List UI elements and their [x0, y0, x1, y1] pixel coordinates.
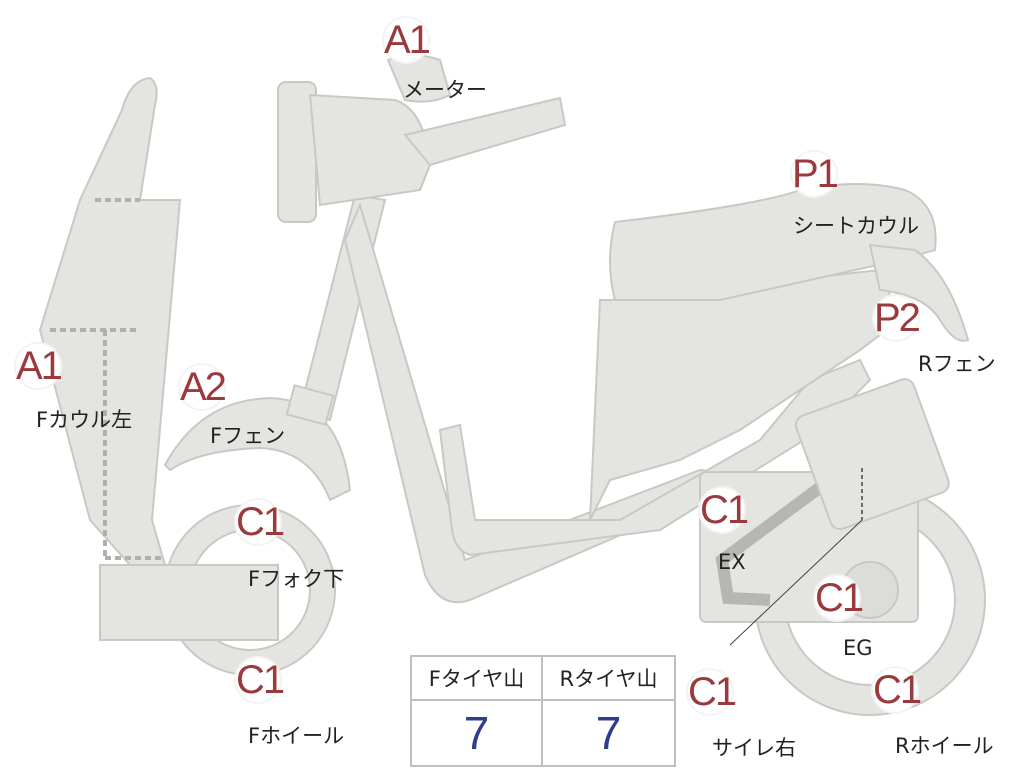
f-cowl-left-badge[interactable]: A1 — [16, 344, 63, 388]
front-cowl-left-shape — [38, 76, 279, 641]
engine-label: EG — [843, 636, 873, 660]
front-tire-header: Fタイヤ山 — [412, 657, 543, 701]
f-cowl-left-label: Fカウル左 — [36, 408, 133, 432]
fork-collar — [285, 384, 335, 426]
r-wheel-badge[interactable]: C1 — [873, 668, 922, 712]
rear-tire-value[interactable]: 7 — [595, 707, 622, 759]
muffler-right-badge[interactable]: C1 — [688, 670, 737, 714]
meter-badge[interactable]: A1 — [384, 18, 431, 62]
f-fender-label: Fフェン — [210, 424, 286, 448]
tire-tread-table: Fタイヤ山 Rタイヤ山 7 7 — [410, 655, 676, 767]
muffler-right-label: サイレ右 — [712, 736, 796, 760]
r-fender-badge[interactable]: P2 — [874, 296, 921, 340]
front-fender-shape — [163, 396, 352, 502]
r-fender-label: Rフェン — [918, 352, 996, 376]
handle-head-shape — [308, 93, 432, 207]
front-tire-value[interactable]: 7 — [412, 701, 543, 765]
rear-tire-header: Rタイヤ山 — [543, 657, 674, 701]
seat-shape — [609, 183, 937, 301]
f-fork-lower-label: Fフォク下 — [248, 567, 345, 591]
f-fork-lower-badge[interactable]: C1 — [236, 500, 285, 544]
f-wheel-label: Fホイール — [248, 724, 345, 748]
muffler-pointer-line — [729, 519, 863, 646]
meter-label: メーター — [403, 78, 487, 102]
exhaust-badge[interactable]: C1 — [700, 488, 749, 532]
exhaust-pipe-shape — [715, 475, 834, 606]
seat-cowl-badge[interactable]: P1 — [792, 152, 839, 196]
muffler-shape — [794, 378, 950, 531]
handlebar-shape — [403, 96, 567, 167]
f-fender-badge[interactable]: A2 — [180, 365, 227, 409]
r-wheel-label: Rホイール — [895, 734, 994, 758]
exhaust-label: EX — [718, 550, 746, 574]
f-wheel-badge[interactable]: C1 — [236, 658, 285, 702]
rear-body-shape — [589, 268, 902, 521]
floor-shape — [438, 358, 872, 557]
seat-cowl-label: シートカウル — [793, 214, 919, 238]
engine-badge[interactable]: C1 — [815, 576, 864, 620]
